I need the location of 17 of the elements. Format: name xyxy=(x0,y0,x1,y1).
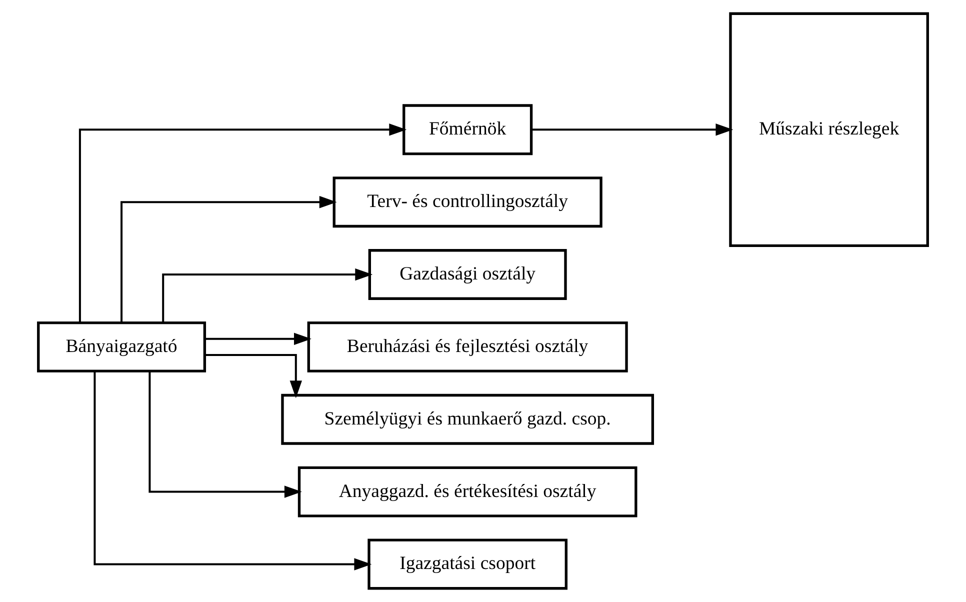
node-box: Terv- és controllingosztály xyxy=(332,176,602,228)
node-box: Anyaggazd. és értékesítési osztály xyxy=(298,466,638,518)
arrow xyxy=(204,332,312,345)
node-box: Személyügyi és munkaerő gazd. csop. xyxy=(281,394,654,445)
node-box: Gazdasági osztály xyxy=(368,249,567,300)
arrow xyxy=(78,124,407,322)
arrow xyxy=(120,196,337,322)
node-box: Műszaki részlegek xyxy=(729,12,929,248)
arrow xyxy=(148,372,302,498)
arrow xyxy=(162,268,373,322)
node-box: Beruházási és fejlesztési osztály xyxy=(307,321,628,372)
arrow xyxy=(531,124,734,136)
node-box: Főmérnök xyxy=(402,104,533,156)
arrow xyxy=(205,354,302,398)
arrow xyxy=(94,371,372,570)
node-box: Igazgatási csoport xyxy=(368,538,568,590)
node-box: Bányaigazgató xyxy=(37,321,206,372)
